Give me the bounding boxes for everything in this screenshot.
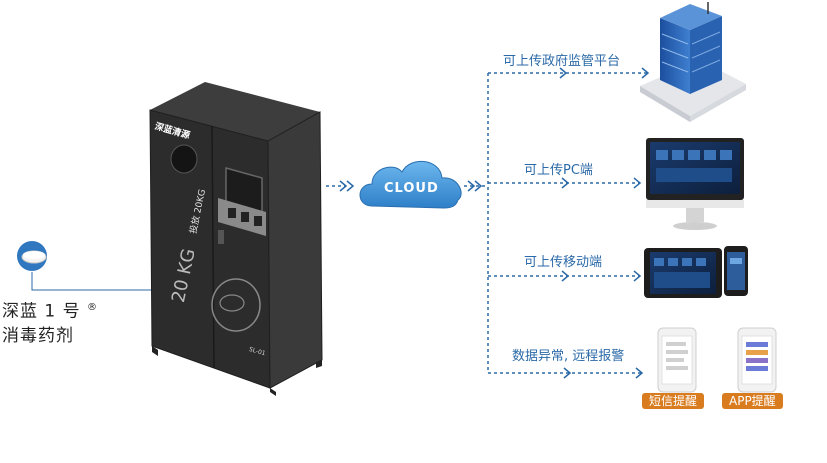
branch-mobile bbox=[488, 270, 642, 282]
cabinet-to-cloud-chevron-2 bbox=[346, 180, 355, 192]
sms-phone-icon bbox=[657, 327, 697, 393]
cloud-to-trunk-chevron-2 bbox=[474, 180, 483, 192]
cloud-label: CLOUD bbox=[384, 181, 439, 196]
disinfection-cabinet bbox=[149, 82, 323, 396]
route-label-mobile: 可上传移动端 bbox=[524, 255, 603, 270]
sms-alert-badge: 短信提醒 bbox=[642, 393, 705, 409]
mobile-devices-icon bbox=[644, 246, 748, 298]
branch-alarm bbox=[488, 367, 644, 379]
product-name-line1: 深蓝 1 号 bbox=[2, 301, 81, 322]
disinfectant-tablet-icon bbox=[17, 241, 47, 271]
app-phone-icon bbox=[737, 327, 777, 393]
product-name-line2: 消毒药剂 bbox=[2, 325, 74, 346]
registered-mark: ® bbox=[87, 302, 99, 313]
route-label-government: 可上传政府监管平台 bbox=[503, 54, 621, 69]
cloud-icon bbox=[359, 160, 462, 209]
branch-government bbox=[488, 67, 650, 79]
cloud-to-trunk-chevron-1 bbox=[467, 180, 476, 192]
app-alert-badge: APP提醒 bbox=[722, 393, 783, 409]
tablet-connector-line bbox=[31, 272, 198, 291]
route-label-pc: 可上传PC端 bbox=[524, 163, 593, 178]
branch-pc bbox=[488, 177, 642, 189]
government-building-icon bbox=[640, 2, 746, 122]
route-label-alarm: 数据异常, 远程报警 bbox=[512, 349, 625, 364]
product-name: 深蓝 1 号 ® 消毒药剂 bbox=[2, 296, 98, 348]
pc-monitor-icon bbox=[646, 138, 744, 230]
cabinet-to-cloud-chevron-1 bbox=[339, 180, 348, 192]
